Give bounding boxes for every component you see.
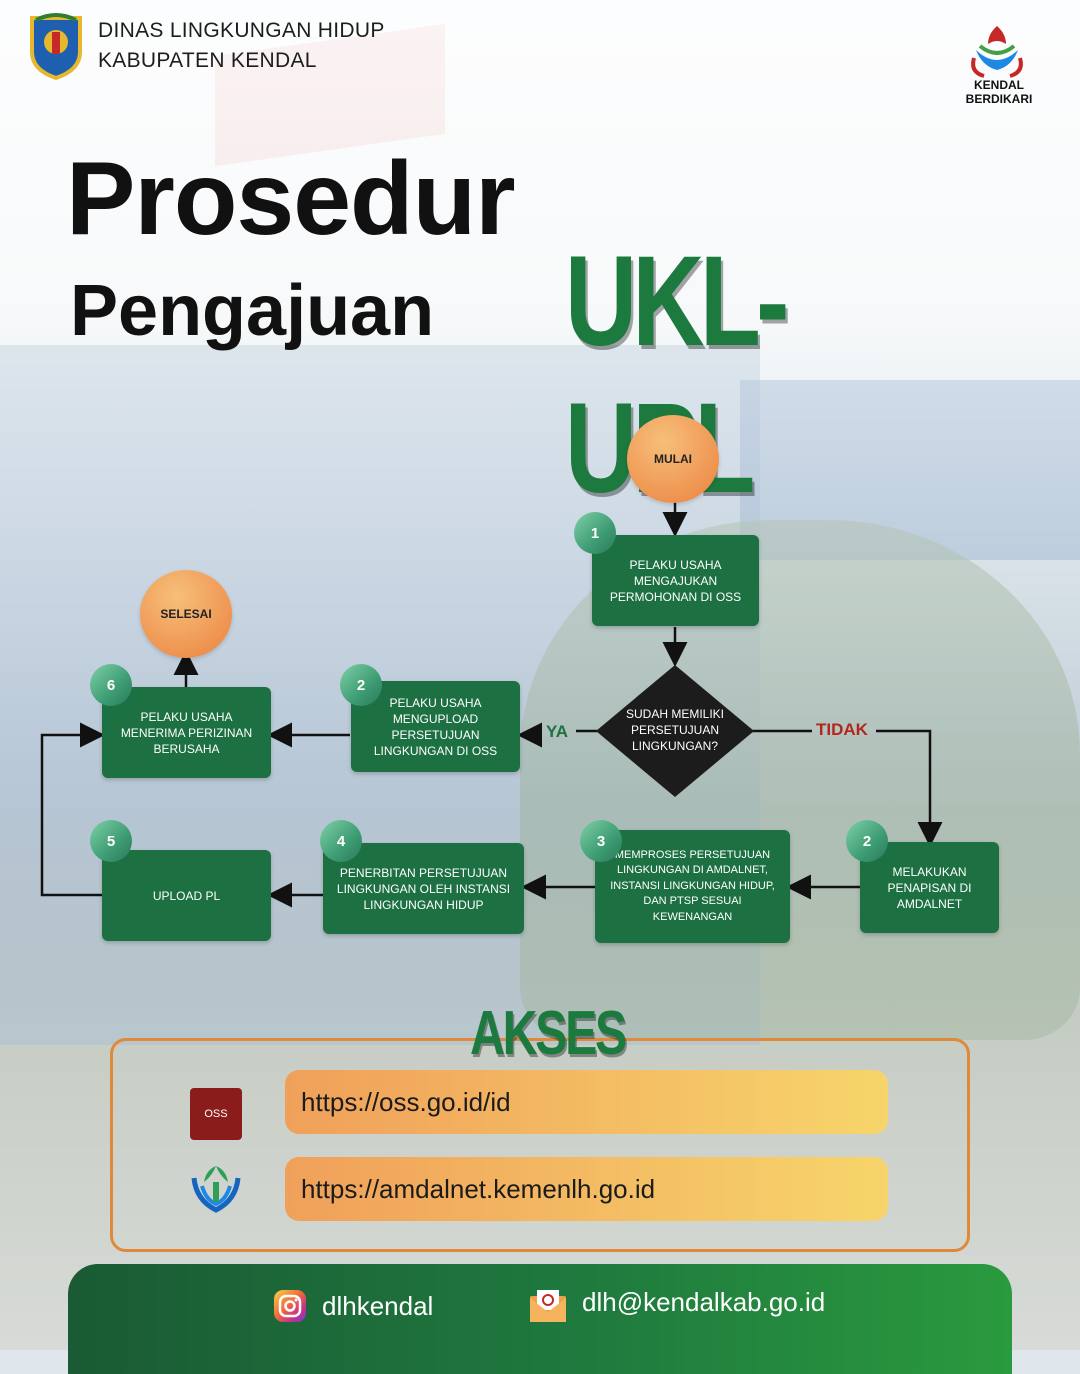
step-1-box: PELAKU USAHA MENGAJUKAN PERMOHONAN DI OS… [592, 535, 759, 626]
access-panel [110, 1038, 970, 1252]
brand-label: KENDAL BERDIKARI [965, 78, 1033, 106]
oss-link[interactable]: https://oss.go.id/id [285, 1070, 888, 1134]
start-node: MULAI [627, 415, 719, 503]
step-4-number: 4 [320, 820, 362, 862]
flow-connectors [40, 500, 943, 908]
step-5-number: 5 [90, 820, 132, 862]
email-address[interactable]: dlh@kendalkab.go.id [582, 1287, 826, 1317]
kendal-berdikari-logo-icon [971, 26, 1023, 78]
step-2-no-box: MELAKUKAN PENAPISAN DI AMDALNET [860, 842, 999, 933]
organization-line2: KABUPATEN KENDAL [98, 49, 317, 72]
page-title-line2: Pengajuan [70, 271, 435, 351]
step-4-box: PENERBITAN PERSETUJUAN LINGKUNGAN OLEH I… [323, 843, 524, 934]
end-node: SELESAI [140, 570, 232, 658]
instagram-icon [274, 1290, 306, 1322]
access-title: AKSES [470, 999, 627, 1068]
step-2-yes-box: PELAKU USAHA MENGUPLOAD PERSETUJUAN LING… [351, 681, 520, 772]
decision-no-label: TIDAK [816, 720, 868, 739]
step-1-number: 1 [574, 512, 616, 554]
page-title-line1: Prosedur [66, 141, 516, 257]
step-5-box: UPLOAD PL [102, 850, 271, 941]
kabupaten-kendal-emblem-icon [30, 13, 82, 80]
decision-yes-label: YA [546, 722, 569, 741]
step-3-box: MEMPROSES PERSETUJUAN LINGKUNGAN DI AMDA… [595, 830, 790, 943]
oss-logo-text: OSS [204, 1108, 228, 1120]
step-6-number: 6 [90, 664, 132, 706]
email-icon [530, 1290, 566, 1322]
step-3-number: 3 [580, 820, 622, 862]
organization-line1: DINAS LINGKUNGAN HIDUP [98, 19, 385, 42]
amdalnet-link[interactable]: https://amdalnet.kemenlh.go.id [285, 1157, 888, 1221]
decision-diamond [596, 665, 754, 797]
organization-name: DINAS LINGKUNGAN HIDUP KABUPATEN KENDAL [98, 16, 385, 76]
amdalnet-logo-icon [191, 1166, 241, 1213]
step-6-box: PELAKU USAHA MENERIMA PERIZINAN BERUSAHA [102, 687, 271, 778]
oss-logo-icon: OSS [190, 1088, 242, 1140]
step-2-yes-number: 2 [340, 664, 382, 706]
decision-text: SUDAH MEMILIKI PERSETUJUAN LINGKUNGAN? [625, 707, 724, 753]
step-2-no-number: 2 [846, 820, 888, 862]
instagram-handle[interactable]: dlhkendal [322, 1291, 434, 1321]
